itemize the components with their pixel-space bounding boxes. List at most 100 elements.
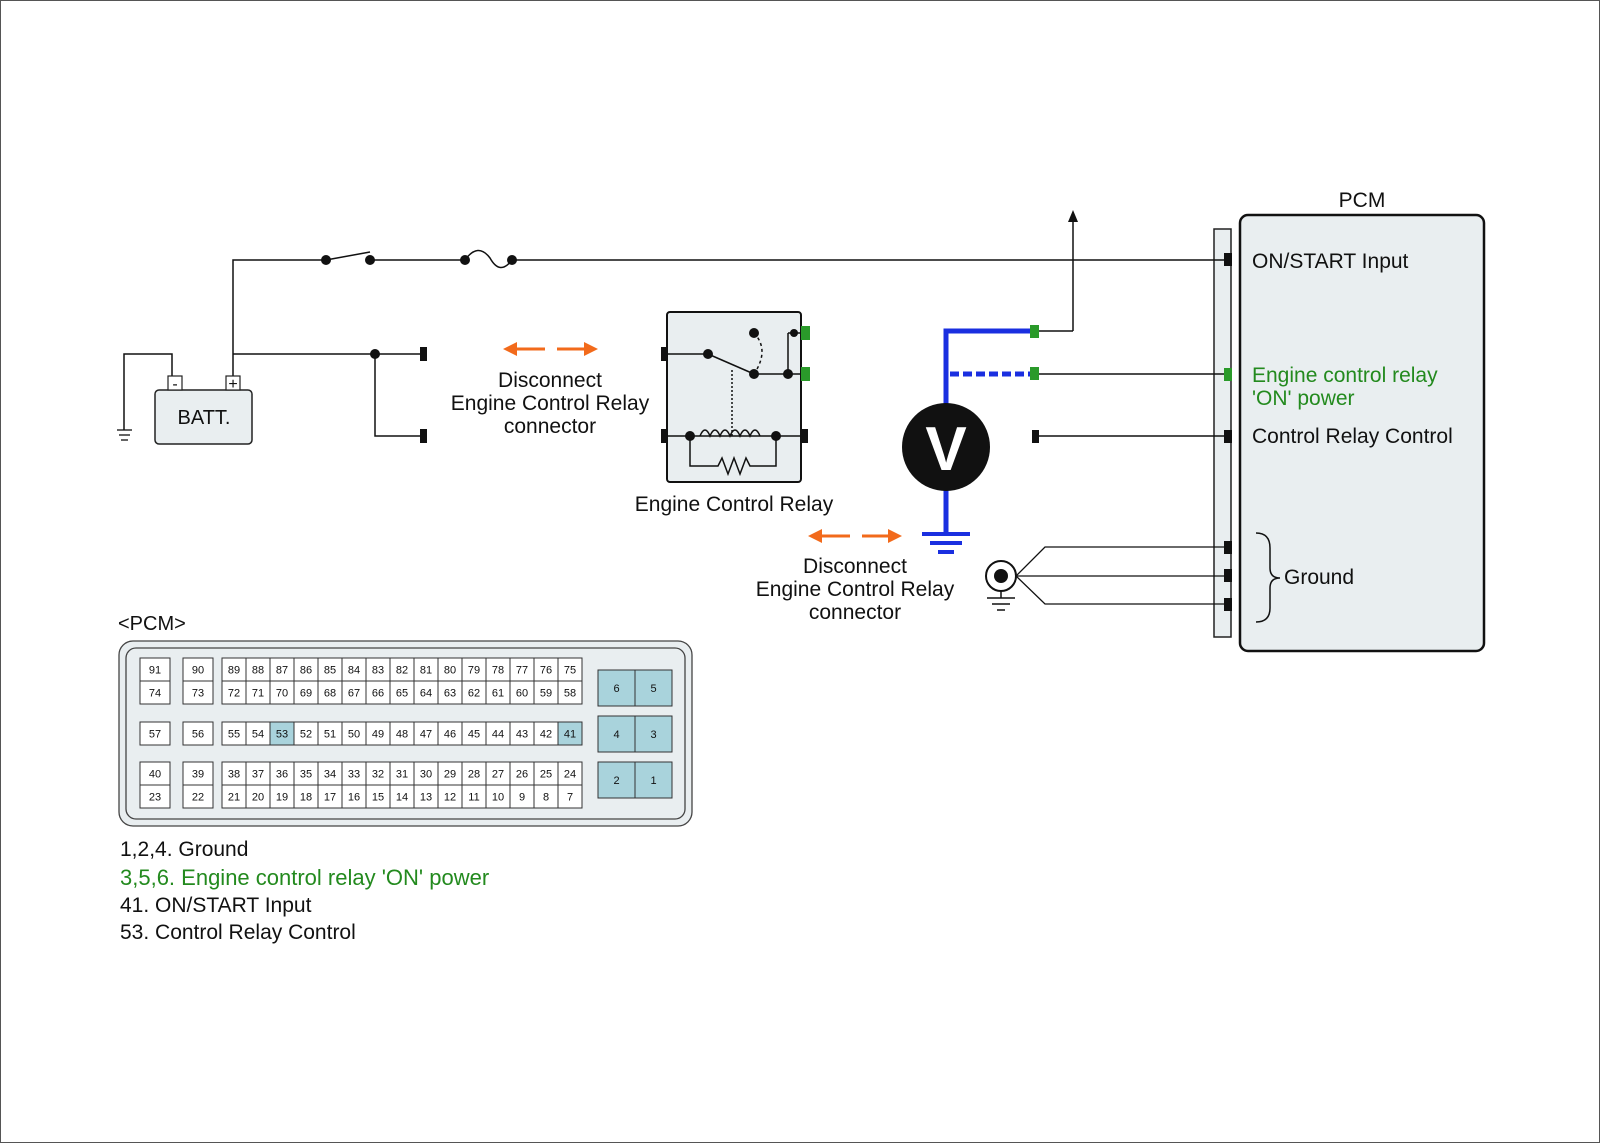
disconnect-arrows-2 [808, 529, 902, 543]
connector-pin-label: 55 [228, 729, 240, 741]
connector-pin-label: 61 [492, 688, 504, 700]
connector-pin-label: 10 [492, 792, 504, 804]
connector-pin-label: 49 [372, 729, 384, 741]
engine-control-relay [661, 311, 810, 483]
connector-power-pin-label: 6 [613, 683, 619, 695]
switch-contact-2 [365, 255, 375, 265]
battery-minus-sign: - [172, 376, 177, 393]
disconnect-1-line3: connector [504, 415, 596, 438]
splice-dot [370, 349, 380, 359]
connector-pin-label: 81 [420, 665, 432, 677]
connector-pin-label: 22 [192, 792, 204, 804]
connector-pin-label: 24 [564, 769, 576, 781]
connector-pin-label: 85 [324, 665, 336, 677]
label-relay-power-line1: Engine control relay [1252, 364, 1438, 387]
connector-pin-label: 88 [252, 665, 264, 677]
connector-pin-label: 76 [540, 665, 552, 677]
connector-pin-label: 86 [300, 665, 312, 677]
connector-pin-label: 79 [468, 665, 480, 677]
control-wire-terminal [1032, 430, 1039, 443]
connector-pin-7 [557, 784, 583, 809]
connector-pin-label: 77 [516, 665, 528, 677]
chassis-ground-icon [985, 560, 1017, 611]
connector-power-pin-label: 2 [613, 775, 619, 787]
voltmeter-icon: V [902, 403, 990, 491]
pcm-terminal-relay-power [1224, 368, 1232, 381]
meter-leads [922, 325, 1224, 554]
harness-terminal-2 [420, 429, 427, 443]
connector-pin-58 [557, 680, 583, 705]
connector-pin-label: 74 [149, 688, 161, 700]
connector-pin-label: 68 [324, 688, 336, 700]
arrow-up-icon [1068, 210, 1078, 222]
connector-pin-label: 71 [252, 688, 264, 700]
connector-power-pin-label: 3 [650, 729, 656, 741]
connector-pin-label: 82 [396, 665, 408, 677]
label-relay-power-line2: 'ON' power [1252, 387, 1355, 410]
connector-pin-label: 31 [396, 769, 408, 781]
relay-label: Engine Control Relay [635, 493, 834, 516]
connector-pin-label: 20 [252, 792, 264, 804]
connector-pin-label: 67 [348, 688, 360, 700]
connector-pin-label: 37 [252, 769, 264, 781]
connector-pin-label: 11 [468, 792, 479, 804]
connector-power-pin-label: 4 [613, 729, 619, 741]
connector-pin-label: 66 [372, 688, 384, 700]
connector-pin-label: 44 [492, 729, 504, 741]
connector-pin-label: 9 [519, 792, 525, 804]
connector-pin-label: 84 [348, 665, 360, 677]
connector-pin-label: 56 [192, 729, 204, 741]
ground-brace [1255, 532, 1281, 623]
legend-relay-power: 3,5,6. Engine control relay 'ON' power [120, 865, 490, 890]
connector-pin-label: 59 [540, 688, 552, 700]
connector-pin-label: 57 [149, 729, 161, 741]
disconnect-2-line1: Disconnect [803, 555, 907, 578]
connector-pin-label: 73 [192, 688, 204, 700]
battery-label: BATT. [178, 407, 231, 429]
pcm-terminal-relay-control [1224, 430, 1232, 443]
fuse-contact-2 [507, 255, 517, 265]
connector-pin-label: 7 [567, 792, 573, 804]
connector-pin-label: 83 [372, 665, 384, 677]
harness-terminal-1 [420, 347, 427, 361]
switch-contact-1 [321, 255, 331, 265]
connector-pin-label: 90 [192, 665, 204, 677]
connector-pin-label: 75 [564, 665, 576, 677]
connector-pin-label: 46 [444, 729, 456, 741]
connector-power-pin-6 [597, 669, 636, 707]
connector-pin-label: 33 [348, 769, 360, 781]
connector-pin-label: 26 [516, 769, 528, 781]
connector-power-pin-3 [634, 715, 673, 753]
ground-wires [1015, 546, 1224, 605]
pcm-title: PCM [1339, 189, 1386, 212]
connector-pin-label: 52 [300, 729, 312, 741]
connector-pin-label: 41 [564, 729, 576, 741]
pcm-terminal-ground-1 [1224, 541, 1232, 554]
connector-pin-label: 78 [492, 665, 504, 677]
connector-pin-label: 21 [228, 792, 240, 804]
connector-pin-label: 15 [372, 792, 384, 804]
connector-pin-label: 13 [420, 792, 432, 804]
connector-pin-56 [182, 721, 214, 746]
connector-pin-label: 16 [348, 792, 360, 804]
connector-pin-label: 64 [420, 688, 432, 700]
connector-pin-22 [182, 784, 214, 809]
connector-pin-label: 14 [396, 792, 408, 804]
pcm-connector-title: <PCM> [118, 613, 186, 635]
connector-power-pin-5 [634, 669, 673, 707]
connector-pin-label: 42 [540, 729, 552, 741]
connector-pin-41 [557, 721, 583, 746]
connector-pin-label: 80 [444, 665, 456, 677]
pcm-terminal-on-start [1224, 253, 1232, 266]
connector-pin-label: 48 [396, 729, 408, 741]
disconnect-1-line1: Disconnect [498, 369, 602, 392]
connector-power-pin-1 [634, 761, 673, 799]
connector-pin-label: 70 [276, 688, 288, 700]
connector-pin-74 [139, 680, 171, 705]
connector-power-pin-label: 1 [650, 775, 656, 787]
connector-power-pin-4 [597, 715, 636, 753]
connector-power-pin-label: 5 [650, 683, 656, 695]
legend-on-start: 41. ON/START Input [120, 894, 312, 917]
ignition-feed-wire [232, 220, 1224, 388]
